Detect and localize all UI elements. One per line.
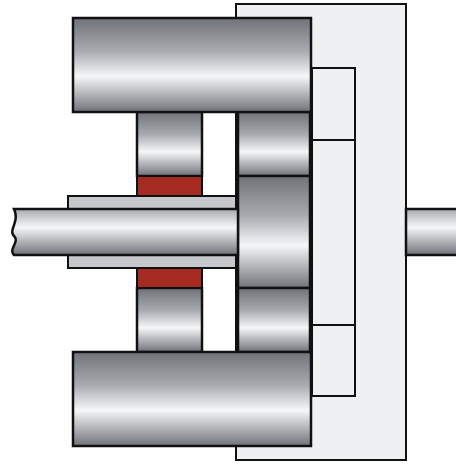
input-shaft — [11, 207, 240, 257]
upper-left-small-roller — [135, 110, 204, 178]
inner-plate — [311, 67, 356, 397]
upper-seal — [136, 175, 203, 197]
output-shaft — [404, 207, 456, 257]
center-right-roller — [236, 174, 312, 290]
top-large-roller — [71, 16, 313, 114]
bottom-large-roller — [71, 350, 313, 448]
upper-right-roller — [236, 110, 312, 178]
lower-left-small-roller — [135, 286, 204, 354]
lower-right-roller — [236, 286, 312, 354]
lower-seal — [136, 267, 203, 289]
